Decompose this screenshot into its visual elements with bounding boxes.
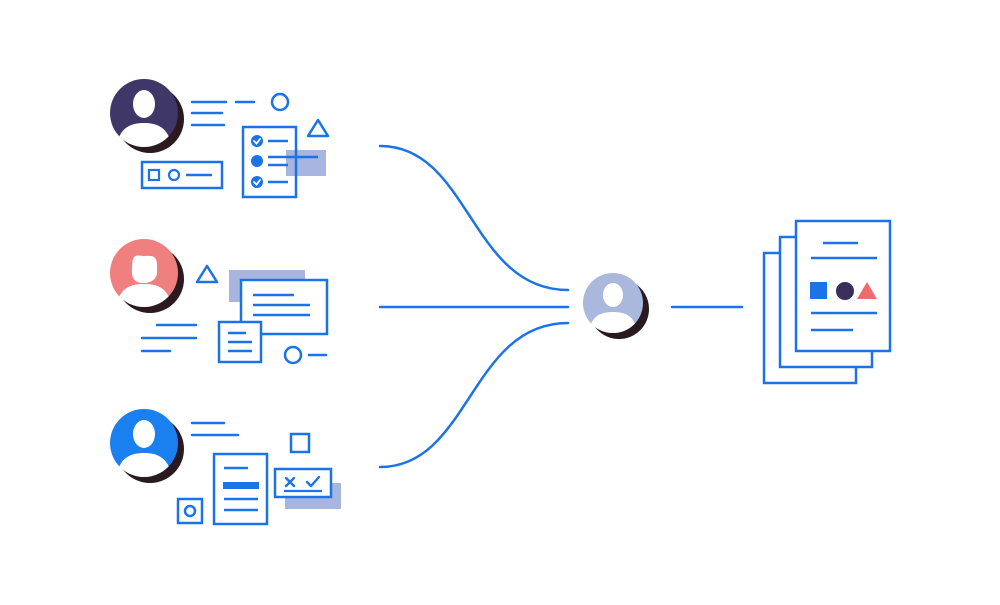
person-icon [588,283,638,333]
square-shape-icon [289,432,311,454]
checklist-card [241,125,318,199]
check-icon [251,176,263,188]
document-page-front [794,219,892,353]
contributor-group-3 [110,409,341,526]
connector-top [378,144,570,292]
contributor-group-1 [110,79,330,199]
person-icon [116,255,172,307]
avatar-3 [110,409,184,483]
check-icon [305,475,321,488]
triangle-shape-icon [195,264,219,284]
contributor-group-2 [110,239,329,365]
square-shape-icon [147,168,161,182]
connectors [378,144,744,469]
control-bar [140,160,224,190]
circle-shape-icon [836,282,854,300]
review-card [273,467,333,499]
avatar-1 [110,79,184,153]
cross-icon [284,476,296,488]
panel-highlight [286,150,326,176]
radio-dot-icon [251,155,263,167]
note-card [217,320,263,364]
document-card [212,452,269,526]
person-icon [116,90,172,147]
check-icon [251,135,263,147]
person-icon [116,420,172,477]
connector-bottom [378,321,570,469]
decor-lines-2 [140,323,198,353]
circle-shape-icon [270,92,290,112]
decor-lines-1 [190,100,256,127]
square-shape-icon [810,282,827,299]
triangle-shape-icon [857,282,877,299]
hub-avatar [583,273,649,339]
record-button-icon [176,497,204,525]
decor-lines-3 [190,421,240,437]
stacked-documents-icon [762,219,892,385]
triangle-shape-icon [306,118,330,138]
circle-shape-icon [167,168,181,182]
circle-shape-icon [283,345,303,365]
avatar-2 [110,239,184,313]
